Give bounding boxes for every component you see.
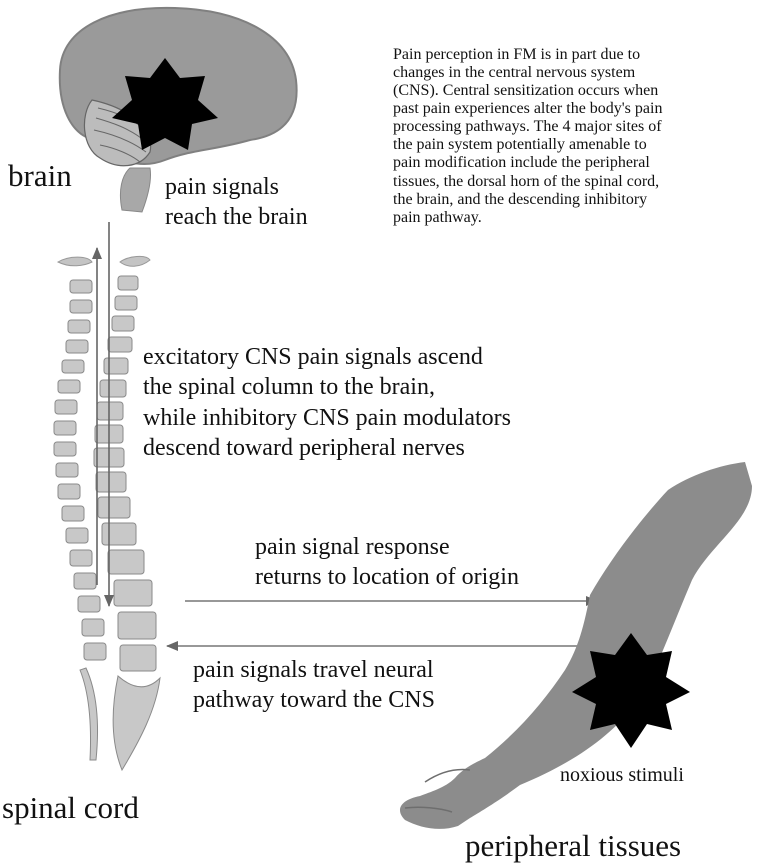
spinal-column-caption: excitatory CNS pain signals ascend the s…: [143, 342, 511, 464]
peripheral-tissues-label: peripheral tissues: [465, 828, 681, 864]
spinal-cord-label: spinal cord: [2, 790, 139, 826]
signals-travel-caption: pain signals travel neural pathway towar…: [193, 655, 435, 716]
noxious-stimuli-label: noxious stimuli: [560, 764, 684, 787]
brain-label: brain: [8, 158, 72, 194]
response-returns-caption: pain signal response returns to location…: [255, 532, 519, 593]
spine-illustration: [54, 256, 160, 770]
pain-signals-reach-brain-caption: pain signals reach the brain: [165, 172, 308, 233]
description-paragraph: Pain perception in FM is in part due to …: [393, 46, 761, 227]
